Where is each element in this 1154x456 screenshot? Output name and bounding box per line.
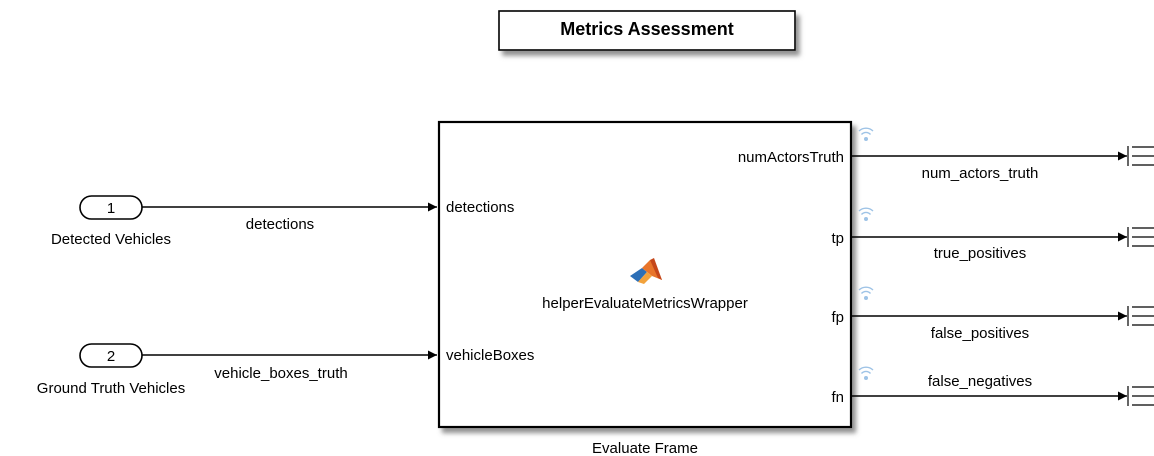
input-port-label-vehicle-boxes: vehicleBoxes: [446, 347, 534, 364]
terminator-icon[interactable]: [1127, 386, 1154, 406]
terminator-icon[interactable]: [1127, 306, 1154, 326]
signal-logging-icon: [858, 286, 874, 300]
inport-1-number: 1: [107, 200, 115, 217]
inport-block-1[interactable]: 1: [79, 195, 143, 220]
output-port-label-fn: fn: [831, 389, 844, 406]
matlab-logo-icon: [630, 258, 662, 284]
signal-logging-icon: [858, 207, 874, 221]
output-port-label-num-actors-truth: numActorsTruth: [738, 149, 844, 166]
subsystem-function-name: helperEvaluateMetricsWrapper: [542, 295, 748, 312]
inport-1-name: Detected Vehicles: [51, 231, 171, 248]
terminator-icon[interactable]: [1127, 227, 1154, 247]
inport-2-name: Ground Truth Vehicles: [37, 380, 185, 397]
signal-logging-icon: [858, 127, 874, 141]
inport-block-2[interactable]: 2: [79, 343, 143, 368]
output-port-label-tp: tp: [831, 230, 844, 247]
inport-2-number: 2: [107, 348, 115, 365]
signal-label-num-actors-truth: num_actors_truth: [922, 165, 1039, 182]
title-annotation-block[interactable]: Metrics Assessment: [498, 10, 796, 51]
signal-label-detections: detections: [246, 216, 314, 233]
terminator-icon[interactable]: [1127, 146, 1154, 166]
signal-label-true-positives: true_positives: [934, 245, 1027, 262]
signal-logging-icon: [858, 366, 874, 380]
signal-label-false-negatives: false_negatives: [928, 373, 1032, 390]
subsystem-name: Evaluate Frame: [592, 440, 698, 456]
input-port-label-detections: detections: [446, 199, 514, 216]
title-text: Metrics Assessment: [560, 19, 733, 39]
signal-label-false-positives: false_positives: [931, 325, 1029, 342]
signal-label-vehicle-boxes-truth: vehicle_boxes_truth: [214, 365, 347, 382]
output-port-label-fp: fp: [831, 309, 844, 326]
